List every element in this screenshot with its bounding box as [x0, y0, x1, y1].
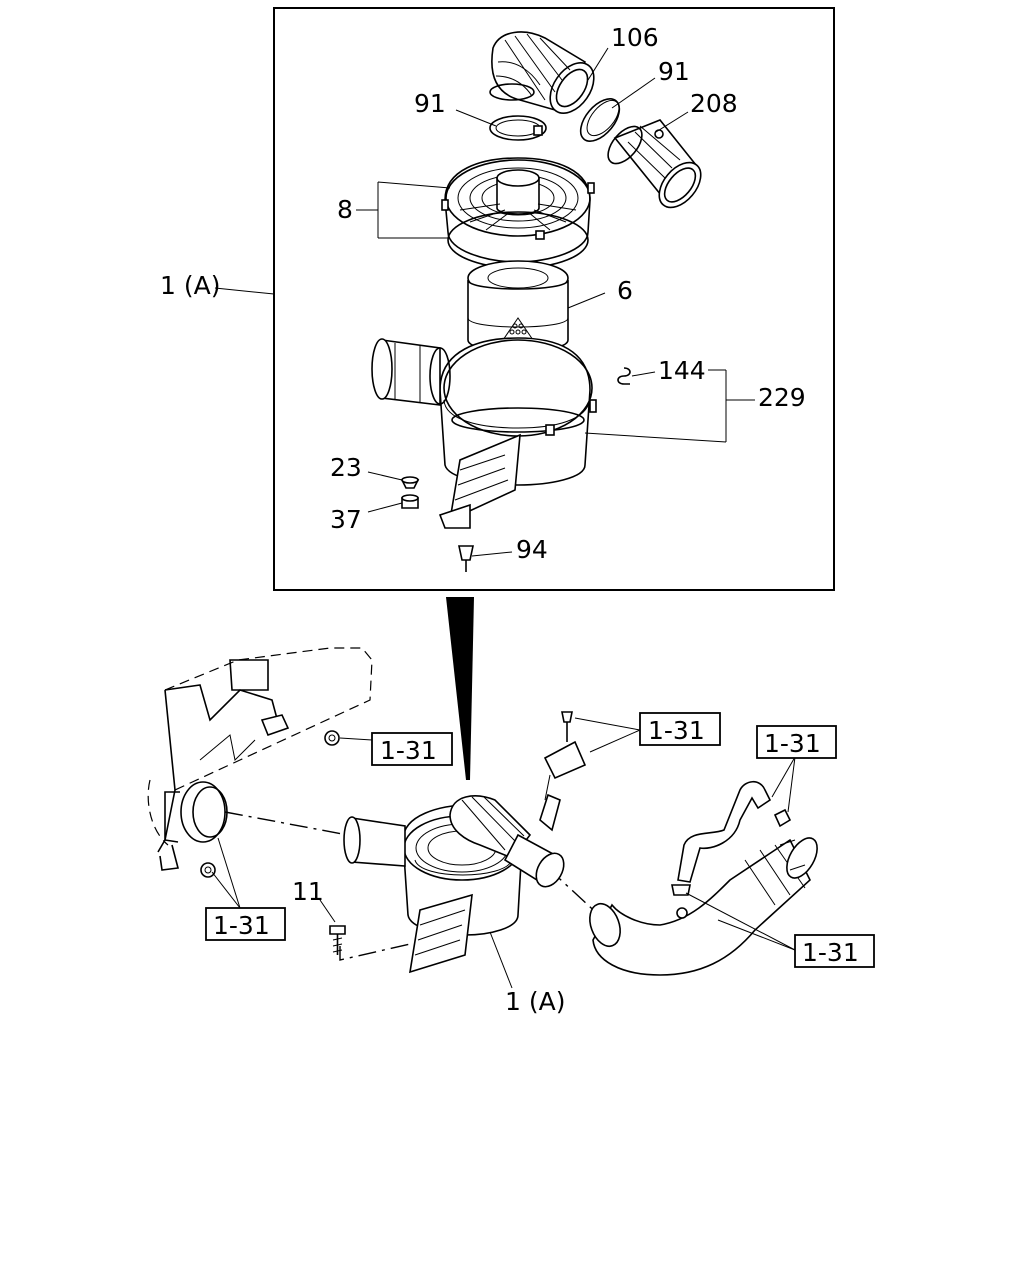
part-229-housing — [371, 337, 597, 486]
callout-208: 208 — [690, 89, 738, 118]
part-208-hose — [607, 119, 702, 209]
detail-frame — [273, 7, 835, 591]
leader-lines-lower — [211, 717, 796, 989]
part-144-clip — [617, 367, 631, 385]
ref-box-1-label: 1-31 — [380, 736, 437, 765]
arrow-indicator — [446, 597, 474, 780]
callout-8: 8 — [337, 195, 353, 224]
ref-box-2[interactable]: 1-31 — [639, 712, 721, 746]
ref-box-2-label: 1-31 — [648, 716, 705, 745]
callout-1a-bottom: 1 (A) — [505, 987, 565, 1016]
callout-23: 23 — [330, 453, 362, 482]
dust-valve-bracket — [438, 433, 521, 529]
ref-box-5-label: 1-31 — [802, 938, 859, 967]
callout-37: 37 — [330, 505, 362, 534]
callout-6: 6 — [617, 276, 633, 305]
align-line-bolt — [339, 943, 411, 961]
part-37-grommet — [401, 494, 419, 509]
right-hoses — [589, 780, 818, 976]
part-94-valve — [458, 545, 474, 572]
part-6-filter-element — [467, 260, 569, 353]
ref-box-3[interactable]: 1-31 — [756, 725, 837, 759]
callout-229: 229 — [758, 383, 806, 412]
part-91-clamp-left — [489, 115, 547, 141]
callout-91-left: 91 — [414, 89, 446, 118]
part-106-elbow-duct — [489, 31, 595, 114]
ref-box-5[interactable]: 1-31 — [794, 934, 875, 968]
air-cleaner-assembly — [343, 795, 565, 974]
ref-box-3-label: 1-31 — [764, 729, 821, 758]
ref-box-4-label: 1-31 — [213, 911, 270, 940]
callout-94: 94 — [516, 535, 548, 564]
part-8-cover — [441, 157, 595, 263]
leader-lines-detail — [214, 47, 755, 557]
callout-1a-top: 1 (A) — [160, 271, 220, 300]
sensor-with-bolt — [539, 711, 587, 832]
ref-box-1[interactable]: 1-31 — [371, 732, 453, 766]
part-91-clamp-right — [579, 98, 621, 142]
left-frame-structure — [147, 647, 373, 878]
part-23-plug — [400, 476, 420, 489]
callout-11: 11 — [292, 877, 324, 906]
part-11-bolt — [329, 925, 346, 955]
callout-106: 106 — [611, 23, 659, 52]
callout-144: 144 — [658, 356, 706, 385]
align-line-left — [224, 811, 349, 836]
ref-box-4[interactable]: 1-31 — [205, 907, 286, 941]
callout-91-right: 91 — [658, 57, 690, 86]
